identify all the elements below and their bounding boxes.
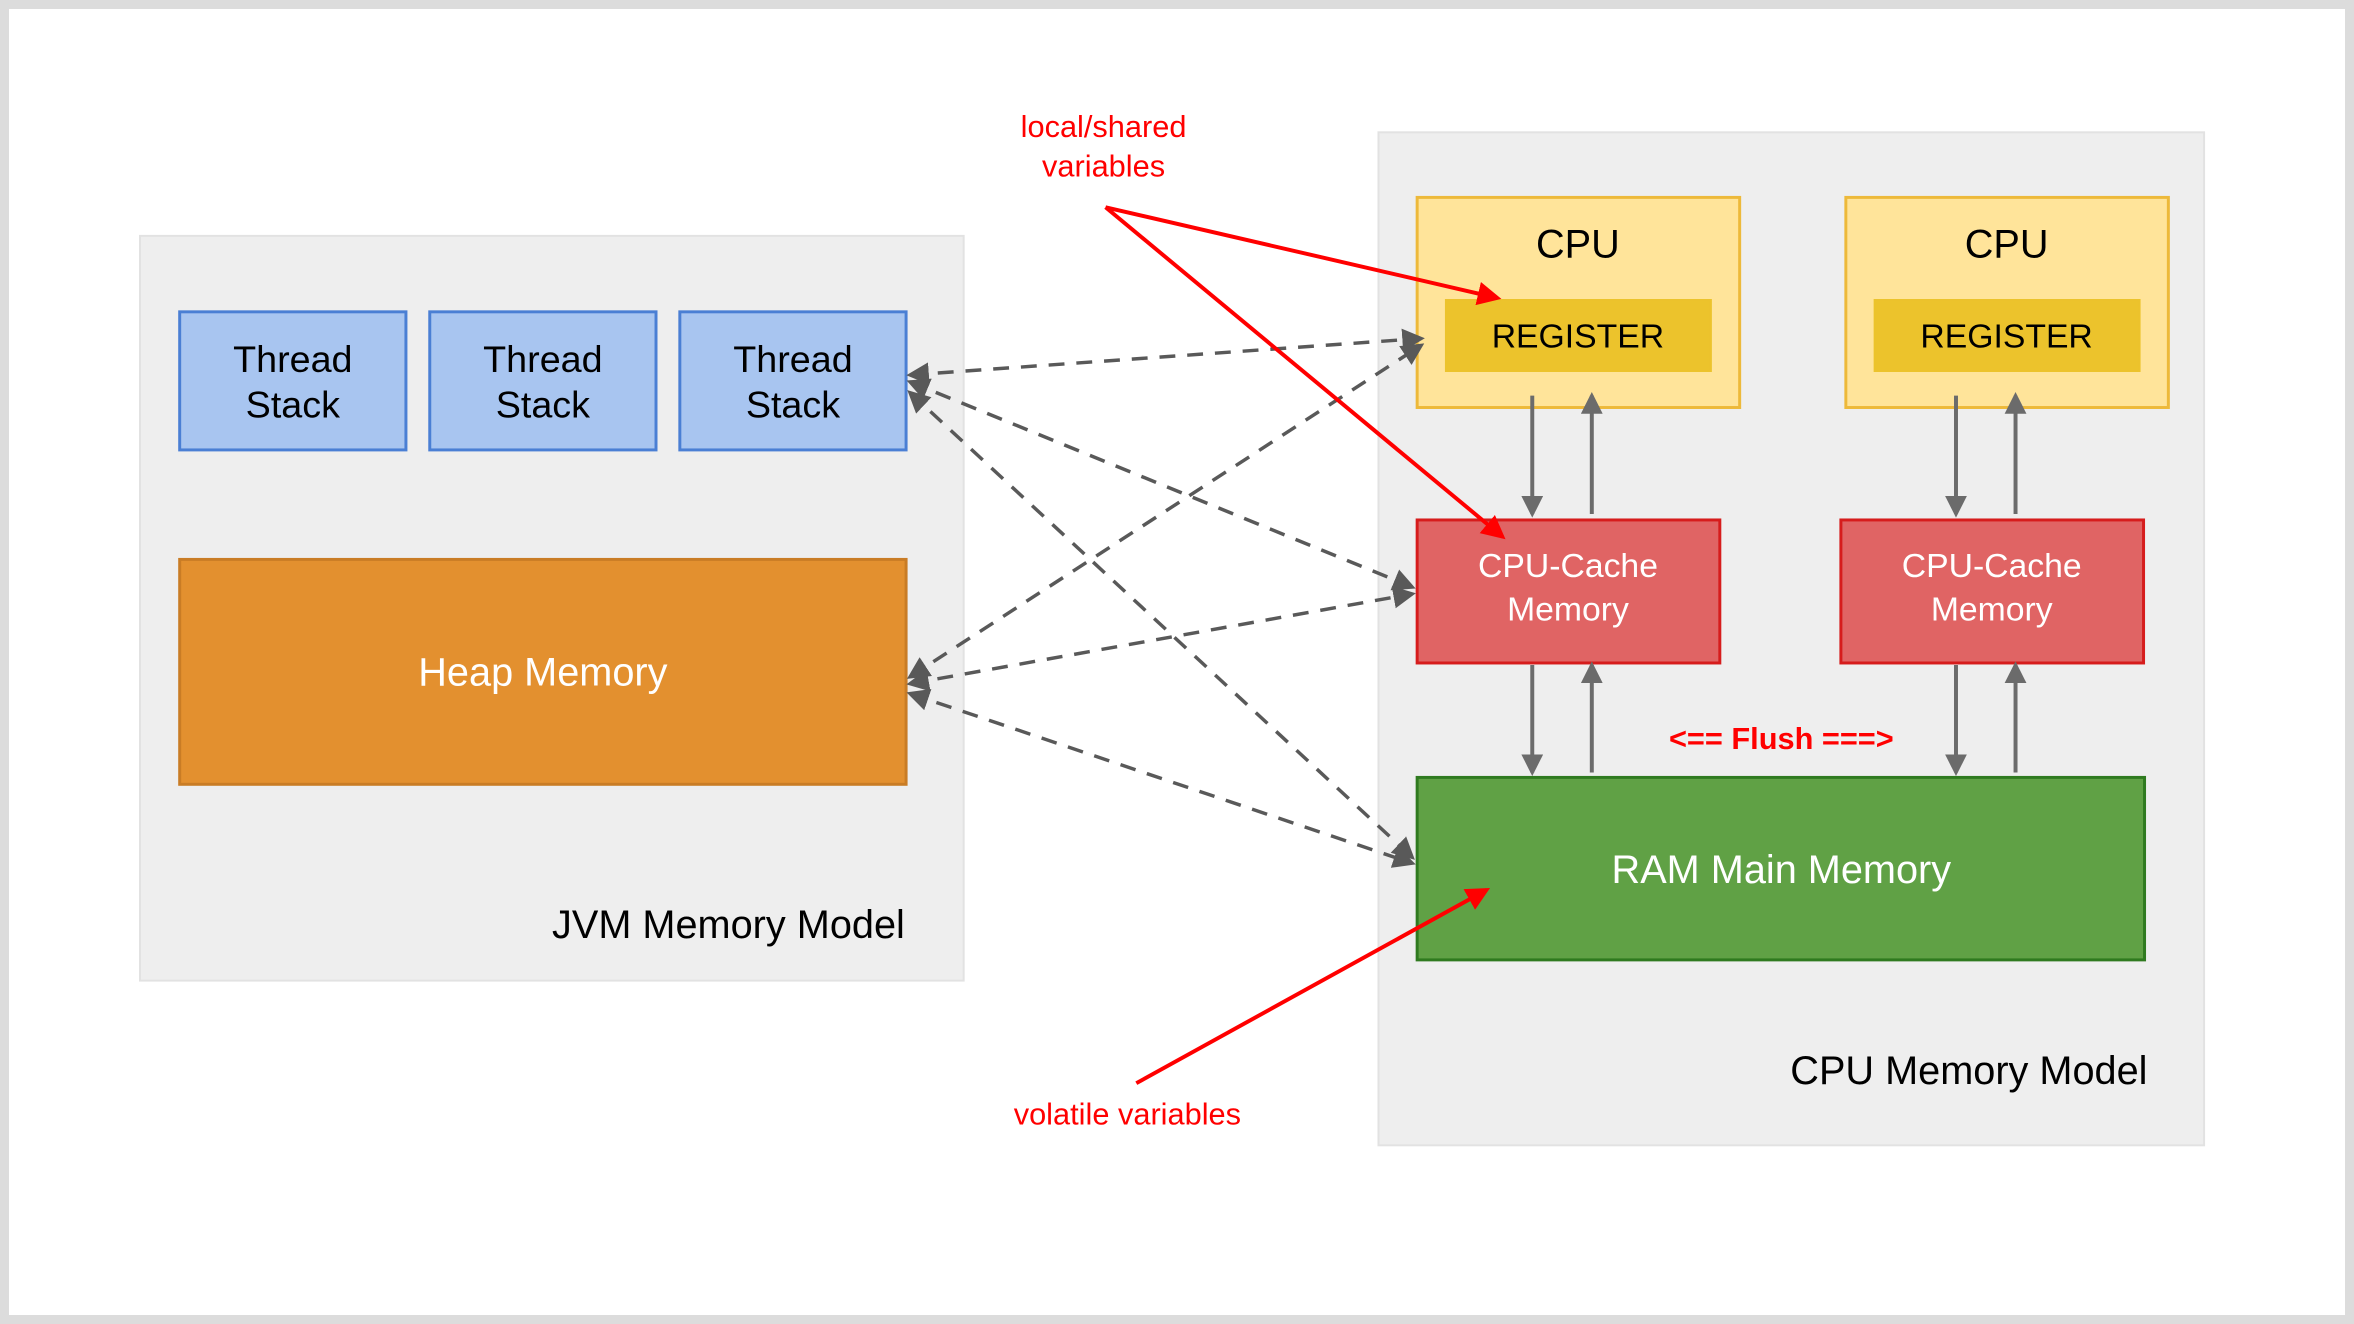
memory-model-diagram: Thread Stack Thread Stack Thread Stack H… — [138, 110, 2206, 1147]
dashed-link-heap-to-cache — [906, 586, 1416, 692]
cpu2-cache-to-ram-arrows — [1945, 661, 2027, 777]
local-shared-label-line1: local/shared — [1021, 110, 1187, 144]
red-arrow-to-register — [1105, 205, 1502, 306]
red-arrow-to-cache — [1104, 205, 1506, 540]
cpu-cache-rect-2 — [1839, 518, 2146, 665]
dashed-link-threadstack-to-register — [906, 328, 1425, 385]
jvm-memory-panel: Thread Stack Thread Stack Thread Stack H… — [138, 234, 965, 982]
cpu-cache-label-1-line1: CPU-Cache — [1478, 548, 1658, 585]
cpu1-cache-to-ram-arrows — [1521, 661, 1603, 777]
cpu-memory-panel: CPU REGISTER CPU REGISTER CPU-Cache Memo… — [1377, 131, 2206, 1147]
thread-stack-box-2[interactable]: Thread Stack — [428, 310, 658, 452]
jvm-to-cpu-dashed-links — [906, 328, 1425, 868]
cpu-cache-label-2-line2: Memory — [1931, 592, 2053, 629]
heap-memory-box[interactable]: Heap Memory — [178, 557, 908, 786]
ram-main-memory-box[interactable]: RAM Main Memory — [1415, 775, 2147, 962]
dashed-link-heap-to-ram — [906, 688, 1416, 868]
register-label-2: REGISTER — [1920, 318, 2092, 355]
register-rect-2[interactable] — [1873, 299, 2141, 372]
heap-memory-label: Heap Memory — [418, 651, 667, 695]
thread-stack-box-3[interactable]: Thread Stack — [678, 310, 908, 452]
dashed-link-threadstack-to-cache — [906, 378, 1416, 591]
register-label-1: REGISTER — [1492, 318, 1664, 355]
flush-label: <== Flush ===> — [1669, 722, 1894, 756]
red-arrow-to-ram — [1135, 887, 1491, 1085]
jvm-panel-title: JVM Memory Model — [552, 903, 905, 947]
thread-stack-rect-2 — [428, 310, 658, 452]
heap-memory-rect — [178, 557, 908, 786]
volatile-label: volatile variables — [1014, 1098, 1241, 1132]
thread-stack-rect-1 — [178, 310, 408, 452]
ram-main-memory-label: RAM Main Memory — [1612, 848, 1952, 892]
thread-stack-box-1[interactable]: Thread Stack — [178, 310, 408, 452]
thread-stack-label-2-line2: Stack — [496, 383, 590, 425]
thread-stack-label-3-line1: Thread — [733, 338, 852, 380]
cpu-panel-title: CPU Memory Model — [1790, 1049, 2147, 1093]
cpu2-register-to-cache-arrows — [1945, 392, 2027, 518]
cpu-box-1[interactable]: CPU REGISTER — [1415, 195, 1742, 409]
register-rect-1[interactable] — [1444, 299, 1712, 372]
cpu-label-1: CPU — [1536, 223, 1620, 267]
cpu-box-2[interactable]: CPU REGISTER — [1844, 195, 2170, 409]
cpu-cache-label-2-line1: CPU-Cache — [1902, 548, 2082, 585]
ram-main-memory-rect — [1415, 775, 2147, 962]
thread-stack-label-1-line1: Thread — [233, 338, 352, 380]
thread-stack-label-3-line2: Stack — [746, 383, 840, 425]
dashed-link-threadstack-to-ram — [907, 390, 1415, 860]
cpu-cache-box-1[interactable]: CPU-Cache Memory — [1415, 518, 1722, 665]
cpu-cache-label-1-line2: Memory — [1507, 592, 1629, 629]
local-shared-annotation: local/shared variables — [1021, 110, 1506, 540]
cpu1-register-to-cache-arrows — [1521, 392, 1603, 518]
volatile-annotation: volatile variables — [1014, 887, 1491, 1132]
thread-stack-label-1-line2: Stack — [246, 383, 340, 425]
thread-stack-label-2-line1: Thread — [483, 338, 602, 380]
local-shared-label-line2: variables — [1042, 150, 1165, 184]
cpu-label-2: CPU — [1965, 223, 2049, 267]
thread-stack-rect-3 — [678, 310, 908, 452]
cpu-cache-box-2[interactable]: CPU-Cache Memory — [1839, 518, 2146, 665]
